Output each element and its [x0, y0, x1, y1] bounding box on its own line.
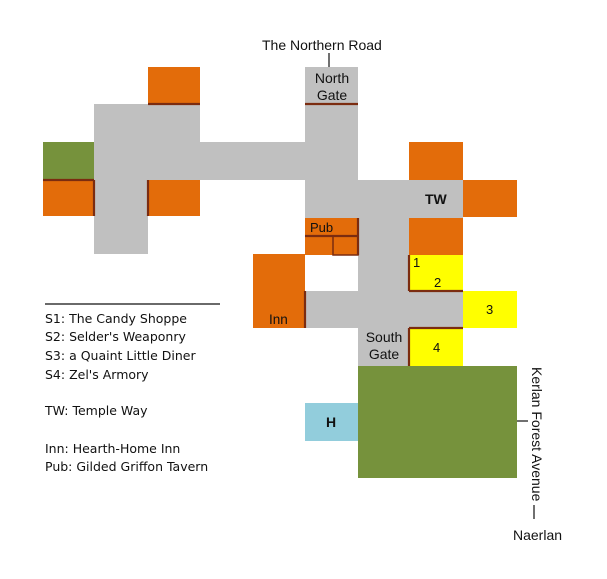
- north-gate-line2: Gate: [316, 87, 348, 103]
- shop-3-label: 3: [486, 302, 494, 317]
- legend-temple: TW: Temple Way: [45, 403, 148, 418]
- building-ne-right: [463, 180, 517, 217]
- building-west-right: [148, 180, 200, 216]
- naerlan-label: Naerlan: [513, 527, 563, 543]
- shop-4: [409, 328, 463, 366]
- building-edges: [43, 102, 463, 366]
- legend-shop-3: S3: a Quaint Little Diner: [45, 348, 196, 363]
- legend-shop-2: S2: Selder's Weaponry: [45, 329, 186, 344]
- legend-shop-4: S4: Zel's Armory: [45, 367, 149, 382]
- south-gate-line1: South: [365, 329, 403, 345]
- building-inn: [253, 254, 305, 328]
- tw-label: TW: [425, 191, 447, 207]
- south-gate-label: South Gate: [357, 330, 411, 361]
- inn-label: Inn: [269, 312, 288, 327]
- building-nw-top: [148, 67, 200, 104]
- building-ne-top: [409, 142, 463, 180]
- shop-4-label: 4: [433, 340, 441, 355]
- pub-inner-box: [332, 235, 359, 256]
- road-central: [305, 180, 409, 218]
- building-west-left: [43, 180, 94, 216]
- road-tw: [409, 180, 463, 218]
- shops: [409, 255, 517, 366]
- road-pub-lane: [358, 218, 409, 291]
- buildings: [43, 67, 517, 328]
- hospital: [305, 403, 358, 441]
- north-gate-label: North Gate: [305, 71, 359, 102]
- shop-2-label: 2: [434, 275, 442, 290]
- road-north-gate: [305, 67, 358, 180]
- north-gate-line1: North: [314, 70, 350, 86]
- shop-1-2: [409, 255, 463, 291]
- shop-1-label: 1: [413, 255, 421, 270]
- building-ne-below: [409, 218, 463, 255]
- road-east-west-lower: [305, 291, 463, 328]
- shop-3: [463, 291, 517, 328]
- hospital-label: H: [326, 414, 337, 430]
- legend-pub: Pub: Gilded Griffon Tavern: [45, 459, 209, 474]
- legend-inn: Inn: Hearth-Home Inn: [45, 441, 181, 456]
- pub-label: Pub: [310, 220, 334, 235]
- road-south-gate: [358, 328, 409, 366]
- northern-road-label: The Northern Road: [262, 37, 382, 53]
- park-south: [358, 366, 517, 478]
- avenue-label: Kerlan Forest Avenue: [529, 367, 545, 502]
- park-west: [43, 142, 94, 180]
- legend-shop-1: S1: The Candy Shoppe: [45, 311, 187, 326]
- roads: [94, 67, 463, 366]
- south-gate-line2: Gate: [368, 346, 400, 362]
